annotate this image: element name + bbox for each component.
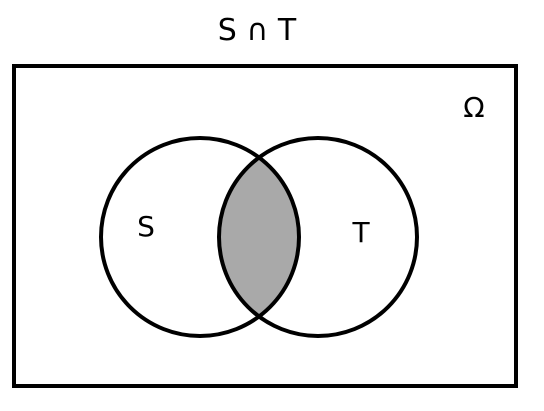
intersection-region	[219, 138, 299, 336]
diagram-title: S ∩ T	[218, 13, 297, 48]
set-s-label: S	[137, 210, 155, 243]
universe-label: Ω	[463, 91, 484, 124]
set-t-label: T	[351, 216, 370, 249]
set-t-circle	[217, 136, 419, 338]
universe-rect	[12, 64, 518, 388]
set-s-circle	[99, 136, 301, 338]
